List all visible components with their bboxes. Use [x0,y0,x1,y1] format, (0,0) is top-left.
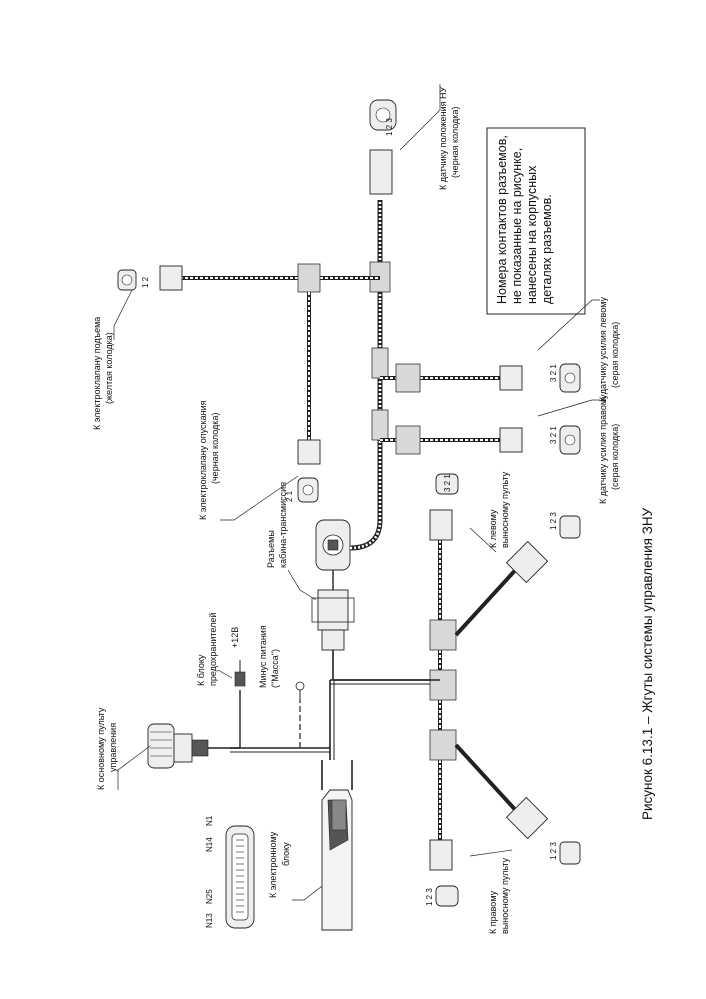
ecu-pin-n25: N25 [205,889,214,904]
remote-trunk [429,540,549,840]
valve-up-pins: 1 2 [141,276,150,288]
ecu-pin-n14: N14 [205,837,214,852]
cab-label-2: кабина-трансмиссия [278,482,288,568]
force-right-branch: 3 2 1 К датчику усилия правому (серая ко… [380,394,620,504]
remote-right-pins-a: 1 2 3 [425,888,434,906]
remote-left-label-1: К левому [488,509,498,548]
ecu-connector: N14 N1 N13 N25 [205,815,255,929]
ecu-pin-n13: N13 [205,913,214,928]
fuse-label-1: К блоку [196,654,206,686]
upper-harness [349,200,391,551]
position-pins: 1 2 3 [385,118,394,136]
figure-caption: Рисунок 6.13.1 – Жгуты системы управлени… [640,507,655,820]
plus12-label: +12В [230,627,240,648]
cab-label-1: Разъемы [266,530,276,568]
remote-left-pins-b: 1 2 3 [549,512,558,530]
force-right-label-2: (серая колодка) [610,424,620,490]
valve-down-label-1: К электроклапану опускания [198,400,208,520]
position-label-1: К датчику положения НУ [438,86,448,190]
main-panel-label-2: управления [108,723,118,772]
remote-right-connector: 1 2 3 1 2 3 К правому выносному пульту [425,839,581,934]
note-box: Номера контактов разъемов, не показанные… [486,127,586,315]
main-panel-connector: К основному пульту управления [96,707,240,790]
note-line-4: деталях разъемов. [540,194,554,304]
valve-down-connector: 2 1 К электроклапану опускания (черная к… [198,400,321,521]
note-line-1: Номера контактов разъемов, [495,135,509,304]
svg-text:блоку: блоку [281,842,291,866]
remote-left-connector: 3 2 1 1 2 3 К левому выносному пульту [429,471,581,553]
force-right-pins: 3 2 1 [549,426,558,444]
remote-left-label-2: выносному пульту [500,471,510,548]
ground-label-2: ("Масса") [270,649,280,688]
note-line-2: не показанные на рисунке, [510,148,524,304]
valve-down-label-2: (черная колодка) [210,413,220,484]
valve-up-connector: 1 2 К электроклапану подъема (желтая кол… [92,265,183,430]
ecu-label: К электронному блоку [268,831,331,901]
position-label-2: (черная колодка) [450,107,460,178]
force-right-label-1: К датчику усилия правому [598,394,608,504]
ecu-harness-body [321,760,353,931]
note-line-3: нанесены на корпусных [525,165,539,304]
ground-lead: Минус питания ("Масса") [258,625,305,748]
ground-label-1: Минус питания [258,625,268,688]
fuse-block-lead: К блоку предохранителей +12В [196,613,246,748]
valve-up-label-2: (желтая колодка) [104,332,114,404]
main-panel-label-1: К основному пульту [96,707,106,790]
cab-transmission-connectors: Разъемы кабина-трансмиссия [266,482,355,680]
fuse-label-2: предохранителей [208,613,218,686]
remote-right-label-1: К правому [488,890,498,934]
force-left-pins: 3 2 1 [549,364,558,382]
remote-right-pins-b: 1 2 3 [549,842,558,860]
valve-up-label-1: К электроклапану подъема [92,317,102,430]
svg-text:К электронному: К электронному [268,831,278,898]
force-left-label-2: (серая колодка) [610,322,620,388]
ecu-pin-n1: N1 [205,815,214,826]
force-left-label-1: К датчику усилия левому [598,297,608,402]
valve-branch [180,263,380,440]
remote-right-label-2: выносному пульту [500,857,510,934]
valve-down-pins: 2 1 [285,490,294,502]
left-trunk [230,679,440,760]
force-left-branch: 3 2 1 К датчику усилия левому (серая кол… [380,297,620,402]
position-sensor-connector: 1 2 3 К датчику положения НУ (черная кол… [369,84,460,195]
remote-left-pins-a: 3 2 1 [443,474,452,492]
